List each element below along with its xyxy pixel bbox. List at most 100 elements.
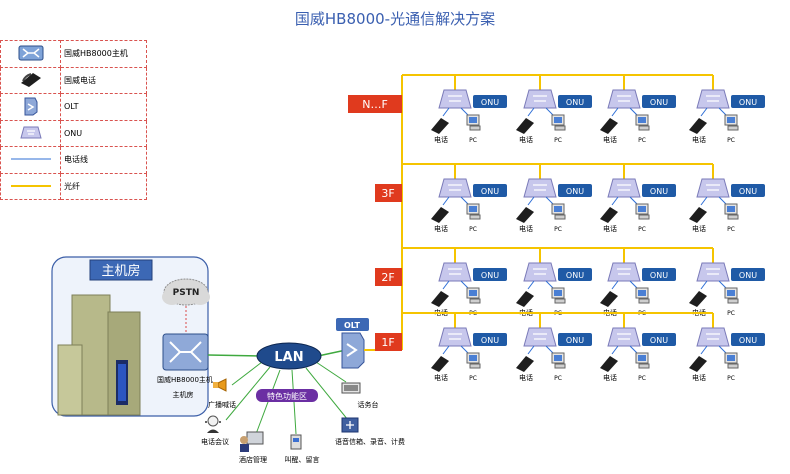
phone-label: 电话	[692, 224, 706, 233]
pc-label: PC	[727, 226, 735, 233]
pc-icon	[466, 203, 481, 220]
alarm-device-icon	[290, 434, 302, 450]
floor-tag	[348, 95, 402, 113]
phone-line	[442, 345, 450, 355]
onu-icon	[19, 126, 42, 139]
legend-label: 国威电话	[60, 66, 147, 94]
phone-line-icon	[10, 158, 51, 160]
attendant-console-icon	[341, 382, 361, 394]
floor-tag	[375, 333, 402, 351]
onu-icon	[607, 178, 641, 198]
onu-label: ONU	[650, 336, 668, 345]
pc-icon	[724, 352, 739, 369]
phone-label: 电话	[519, 373, 533, 382]
lan-label: LAN	[274, 350, 303, 365]
onu-label: ONU	[481, 271, 499, 280]
pc-label: PC	[469, 226, 477, 233]
phone-icon	[516, 207, 534, 223]
conference-label: 电话会议	[201, 437, 229, 446]
pc-label: PC	[469, 375, 477, 382]
pc-icon	[724, 287, 739, 304]
phone-line	[442, 107, 450, 117]
phone-line	[700, 280, 708, 290]
phone-label: 电话	[519, 224, 533, 233]
onu-badge	[642, 95, 676, 108]
phone-icon	[20, 73, 41, 88]
onu-icon	[438, 327, 472, 347]
pc-icon	[466, 352, 481, 369]
link-attendant	[315, 361, 347, 383]
onu-label: ONU	[650, 187, 668, 196]
floor-label: 2F	[381, 271, 394, 284]
olt-icon	[341, 332, 365, 369]
pc-label: PC	[638, 375, 646, 382]
room-label: 主机房	[173, 390, 194, 399]
pbx-switch-icon	[162, 333, 209, 371]
pc-icon	[551, 352, 566, 369]
machine-room-title: 主机房	[101, 263, 140, 279]
olt-icon	[24, 97, 37, 116]
phone-line	[527, 196, 535, 206]
phone-label: 电话	[434, 373, 448, 382]
phone-line	[611, 196, 619, 206]
onu-icon	[607, 89, 641, 109]
legend-row: 电话线	[0, 146, 147, 174]
pc-icon	[724, 114, 739, 131]
onu-label: ONU	[566, 271, 584, 280]
onu-icon	[523, 178, 557, 198]
phone-label: 电话	[603, 135, 617, 144]
phone-icon	[689, 356, 707, 372]
phone-icon	[600, 207, 618, 223]
diagram-title: 国威HB8000-光通信解决方案	[294, 10, 496, 28]
pc-label: PC	[727, 310, 735, 317]
legend-row: ONU	[0, 119, 147, 147]
phone-line	[611, 345, 619, 355]
onu-badge	[558, 333, 592, 346]
pc-icon	[466, 114, 481, 131]
onu-label: ONU	[566, 187, 584, 196]
onu-badge	[642, 268, 676, 281]
pc-label: PC	[554, 226, 562, 233]
phone-line	[611, 280, 619, 290]
phone-label: 电话	[434, 135, 448, 144]
pc-icon	[635, 287, 650, 304]
onu-icon	[523, 262, 557, 282]
pc-icon	[551, 114, 566, 131]
legend-row: OLT	[0, 93, 147, 121]
phone-icon	[431, 356, 449, 372]
legend-label: ONU	[60, 119, 147, 147]
onu-badge	[731, 333, 765, 346]
pc-icon	[551, 287, 566, 304]
feature-zone-badge	[256, 389, 318, 402]
phone-icon	[689, 207, 707, 223]
onu-badge	[731, 184, 765, 197]
pc-icon	[724, 203, 739, 220]
building-icon	[57, 294, 141, 416]
link-conference	[225, 366, 271, 421]
onu-label: ONU	[650, 98, 668, 107]
phone-label: 电话	[603, 373, 617, 382]
phone-icon	[516, 118, 534, 134]
onu-icon	[696, 178, 730, 198]
onu-badge	[731, 95, 765, 108]
onu-label: ONU	[650, 271, 668, 280]
olt-title-box	[336, 318, 369, 331]
onu-badge	[473, 95, 507, 108]
phone-icon	[600, 291, 618, 307]
onu-icon	[523, 89, 557, 109]
onu-icon	[523, 327, 557, 347]
floor-label: 1F	[381, 336, 394, 349]
pc-icon	[635, 352, 650, 369]
phone-line	[700, 107, 708, 117]
phone-icon	[516, 291, 534, 307]
phone-label: 电话	[519, 135, 533, 144]
onu-icon	[607, 327, 641, 347]
pstn-cloud-icon	[162, 278, 210, 306]
legend-row: 光纤	[0, 172, 147, 200]
onu-badge	[473, 184, 507, 197]
pc-label: PC	[638, 226, 646, 233]
feature-zone-label: 特色功能区	[267, 391, 307, 401]
floor-tag	[375, 184, 402, 202]
